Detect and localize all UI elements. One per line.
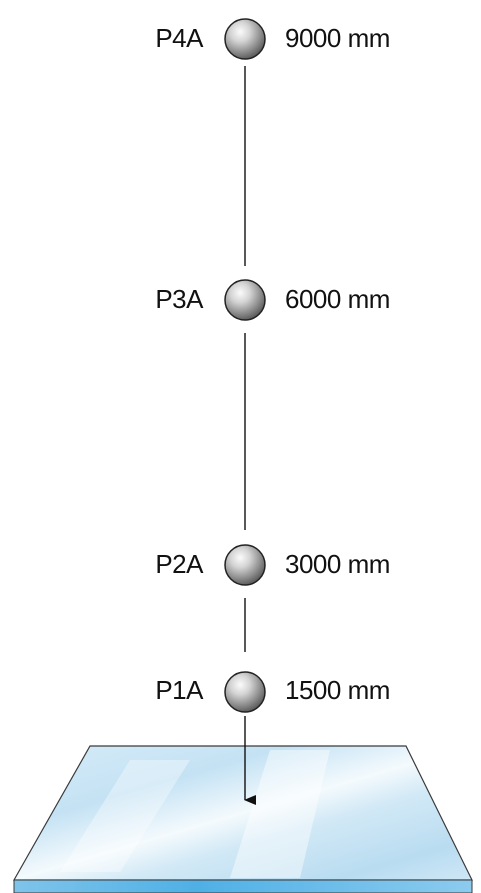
drop-label-p3a: P3A bbox=[155, 284, 204, 314]
drop-height-p1a: 1500 mm bbox=[285, 675, 390, 705]
drop-height-p4a: 9000 mm bbox=[285, 23, 390, 53]
drop-point-p2a: P2A 3000 mm bbox=[155, 544, 390, 586]
drop-point-p4a: P4A 9000 mm bbox=[155, 18, 390, 60]
steel-ball-icon bbox=[224, 279, 266, 321]
steel-ball-icon bbox=[224, 18, 266, 60]
steel-ball-icon bbox=[224, 544, 266, 586]
drop-point-p1a: P1A 1500 mm bbox=[155, 671, 390, 713]
drop-label-p1a: P1A bbox=[155, 675, 204, 705]
drop-point-p3a: P3A 6000 mm bbox=[155, 279, 390, 321]
drop-height-p2a: 3000 mm bbox=[285, 549, 390, 579]
glass-plate bbox=[12, 745, 473, 893]
steel-ball-icon bbox=[224, 671, 266, 713]
drop-label-p4a: P4A bbox=[155, 23, 204, 53]
drop-label-p2a: P2A bbox=[155, 549, 204, 579]
drop-height-p3a: 6000 mm bbox=[285, 284, 390, 314]
